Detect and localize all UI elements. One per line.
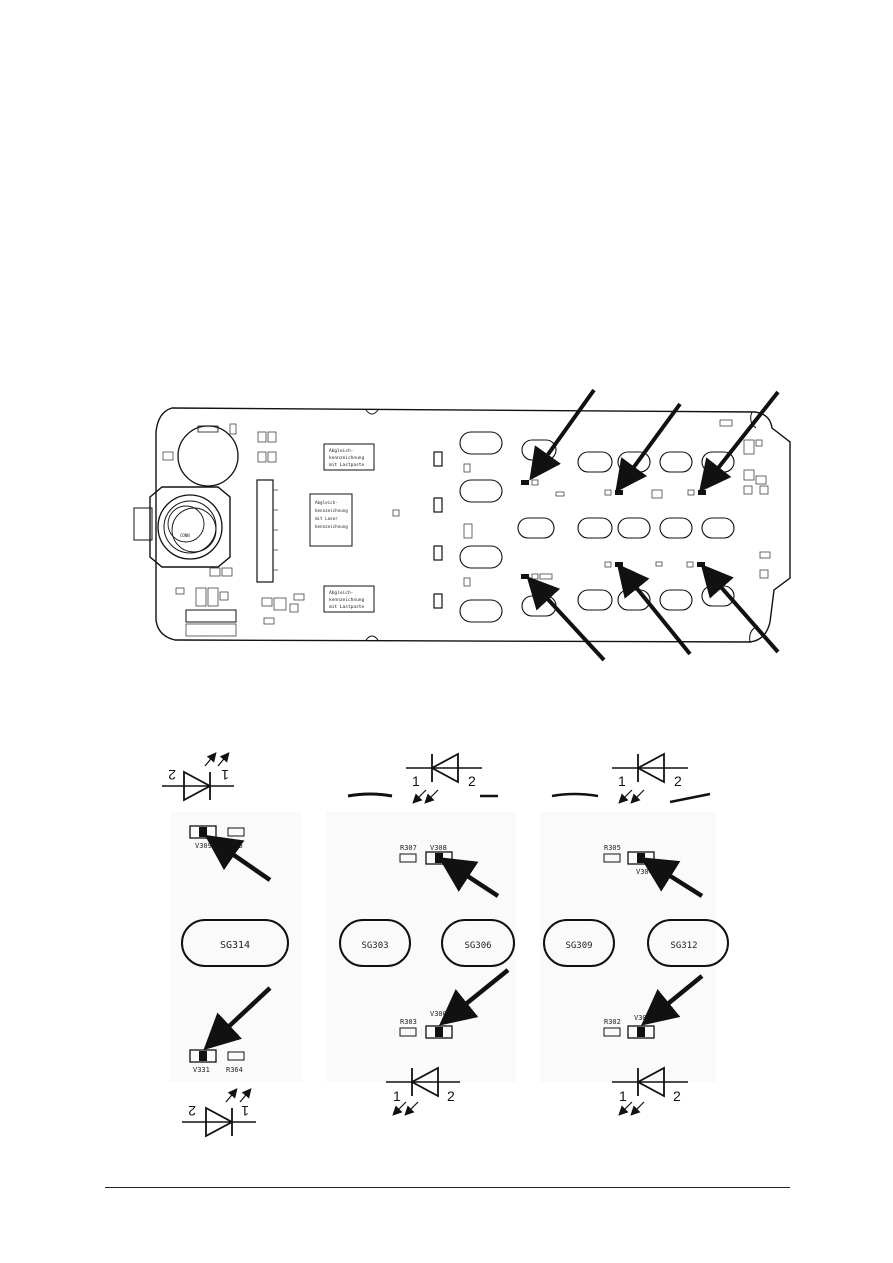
led-symbol-bottom-right: 1 2 xyxy=(612,1066,688,1116)
svg-text:CONN: CONN xyxy=(180,533,190,538)
note-1-line-1: Abgleich- xyxy=(329,448,353,454)
pcb-board xyxy=(133,407,791,643)
svg-text:V308: V308 xyxy=(430,844,447,852)
led-symbol-bottom-middle: 1 2 xyxy=(386,1066,460,1116)
svg-text:2: 2 xyxy=(674,773,682,789)
button-sg303: SG303 xyxy=(361,941,388,951)
board-leds xyxy=(521,479,706,580)
svg-text:kennzeichnung: kennzeichnung xyxy=(315,524,348,529)
board-notes: Abgleich- kennzeichnung mit Lastpaste Ab… xyxy=(309,443,375,613)
connector-strip xyxy=(256,479,278,583)
right-components xyxy=(719,419,771,579)
button-sg309: SG309 xyxy=(565,941,592,951)
led-footprint-bottom-left: V331 R364 xyxy=(189,1049,245,1074)
svg-text:R364: R364 xyxy=(226,1066,243,1074)
svg-text:R302: R302 xyxy=(604,1018,621,1026)
svg-text:Abgleich-: Abgleich- xyxy=(329,590,353,596)
button-sg312: SG312 xyxy=(670,941,697,951)
detail-buttons: SG314 SG303 SG306 SG309 SG312 xyxy=(181,919,729,967)
svg-text:mit Lastpaste: mit Lastpaste xyxy=(329,604,365,610)
svg-text:V331: V331 xyxy=(193,1066,210,1074)
svg-text:2: 2 xyxy=(188,1103,196,1119)
button-sg306: SG306 xyxy=(464,941,491,951)
svg-text:mit Laser: mit Laser xyxy=(315,516,338,521)
svg-text:mit Lastpaste: mit Lastpaste xyxy=(329,462,365,468)
svg-text:2: 2 xyxy=(168,767,176,783)
svg-text:1: 1 xyxy=(241,1103,249,1119)
svg-text:V309: V309 xyxy=(195,842,212,850)
led-symbol-top-middle: 1 2 xyxy=(347,752,498,804)
svg-text:2: 2 xyxy=(673,1088,681,1104)
svg-text:Abgleich-: Abgleich- xyxy=(315,500,338,505)
battery-holder: CONN xyxy=(149,486,231,568)
svg-text:kennzeichnung: kennzeichnung xyxy=(329,597,365,603)
svg-text:R305: R305 xyxy=(604,844,621,852)
button-sg314: SG314 xyxy=(220,940,250,951)
board-arrows xyxy=(526,388,780,662)
small-components-left xyxy=(175,423,305,637)
svg-text:1: 1 xyxy=(618,773,626,789)
svg-text:kennzeichnung: kennzeichnung xyxy=(315,508,348,513)
svg-text:V300: V300 xyxy=(430,1010,447,1018)
led-symbol-bottom-left: 2 1 xyxy=(182,1088,256,1138)
footer-rule xyxy=(105,1187,790,1188)
board-buttons xyxy=(459,431,735,623)
svg-text:1: 1 xyxy=(619,1088,627,1104)
svg-text:1: 1 xyxy=(412,773,420,789)
svg-text:R307: R307 xyxy=(400,844,417,852)
svg-text:kennzeichnung: kennzeichnung xyxy=(329,455,365,461)
svg-text:1: 1 xyxy=(393,1088,401,1104)
detail-arrows xyxy=(203,834,704,1051)
led-footprint-bottom-middle: R303 V300 xyxy=(399,1010,453,1039)
buzzer xyxy=(162,425,239,487)
led-symbol-top-right: 1 2 xyxy=(551,752,711,804)
led-symbol-top-left: 2 1 xyxy=(162,752,234,802)
svg-text:2: 2 xyxy=(447,1088,455,1104)
svg-text:1: 1 xyxy=(221,767,229,783)
component-column xyxy=(433,451,473,609)
svg-text:2: 2 xyxy=(468,773,476,789)
svg-text:R303: R303 xyxy=(400,1018,417,1026)
svg-text:V304: V304 xyxy=(636,868,653,876)
